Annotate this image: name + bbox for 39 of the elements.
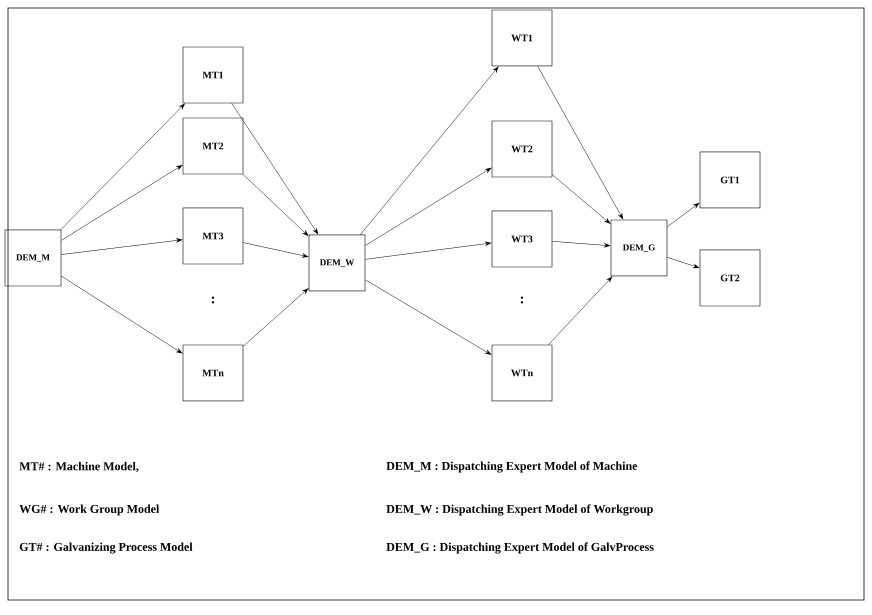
arrow — [60, 104, 185, 230]
model-box: MTn — [182, 344, 244, 402]
legend-text: WG# : Work Group Model — [19, 504, 160, 516]
arrow — [538, 66, 624, 220]
arrow — [61, 164, 182, 241]
model-box: MT2 — [182, 118, 244, 174]
model-box: WTn — [492, 344, 552, 402]
model-box: DEM_W — [308, 234, 366, 292]
arrow — [548, 276, 612, 345]
arrow — [61, 276, 182, 354]
model-box: WT1 — [492, 10, 552, 66]
model-box: DEM_G — [610, 220, 668, 276]
model-box: WT2 — [492, 120, 552, 178]
arrow — [61, 238, 182, 255]
arrow — [667, 257, 700, 268]
legend-text: DEM_M : Dispatching Expert Model of Machine — [386, 461, 638, 473]
model-box: GT2 — [700, 250, 760, 306]
model-box: MT3 — [182, 208, 244, 264]
arrow — [552, 174, 610, 224]
legend-text: DEM_G : Dispatching Expert Model of GalvProcess — [386, 542, 654, 554]
arrow — [242, 174, 308, 236]
arrow — [552, 241, 610, 248]
model-box: MT1 — [182, 46, 244, 104]
arrow — [365, 242, 492, 260]
arrow — [231, 103, 318, 234]
ellipsis-dots: : — [212, 296, 214, 304]
legend-text: GT# : Galvanizing Process Model — [20, 542, 192, 554]
arrow — [243, 288, 308, 346]
arrow — [667, 202, 700, 228]
model-box: WT3 — [492, 210, 552, 268]
model-box: DEM_M — [4, 230, 62, 286]
legend-text: DEM_W : Dispatching Expert Model of Workgroup — [386, 504, 653, 516]
arrow — [360, 66, 499, 235]
model-box: GT1 — [700, 152, 760, 208]
arrow — [243, 242, 308, 258]
arrow — [365, 168, 492, 246]
ellipsis-dots: : — [520, 296, 524, 304]
arrow — [365, 280, 492, 355]
legend-text: MT# : Machine Model, — [19, 462, 138, 472]
